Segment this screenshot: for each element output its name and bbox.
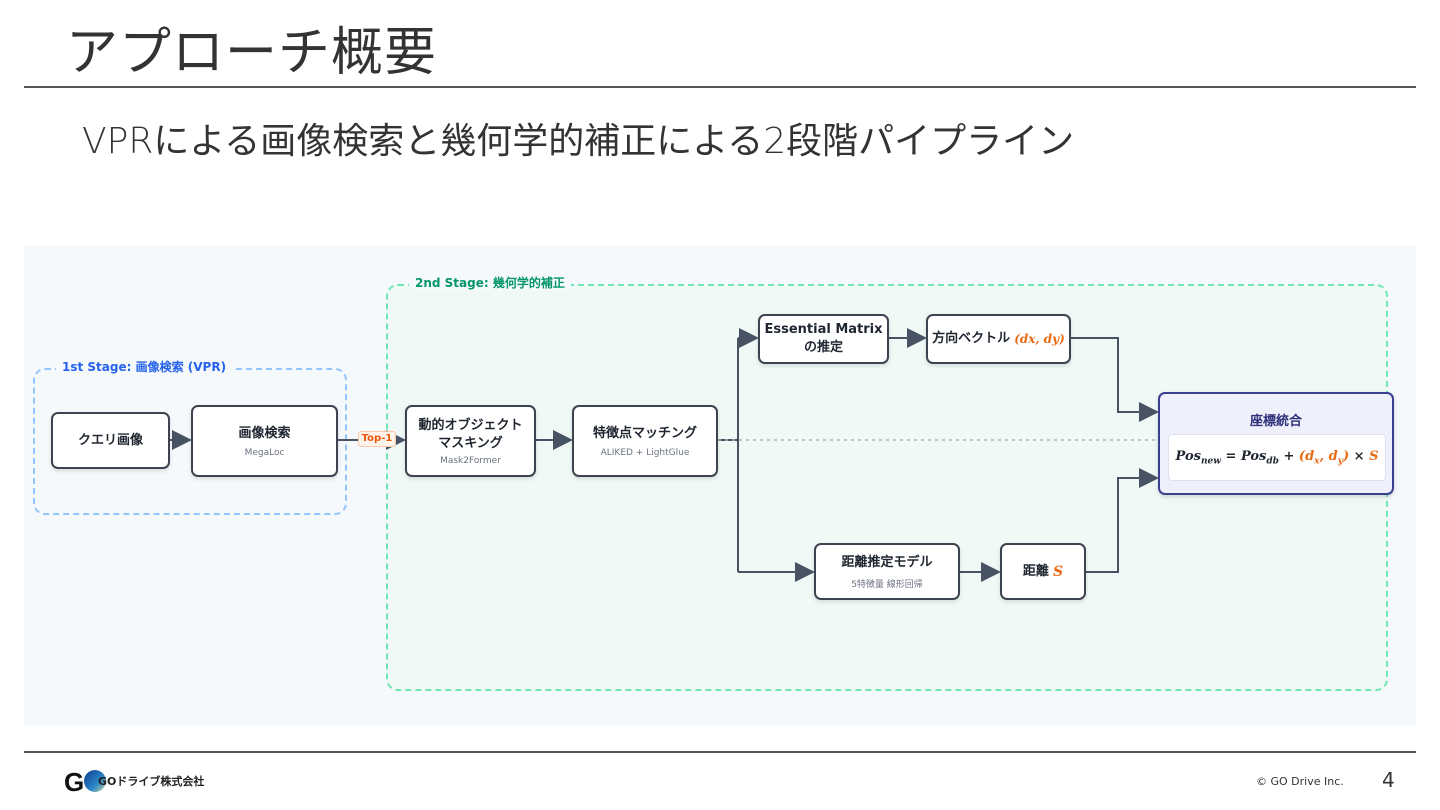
node-essential-matrix: Essential Matrix の推定 [758,314,889,364]
svg-text:G: G [64,768,84,794]
node-title: クエリ画像 [77,432,143,448]
stage2-label: 2nd Stage: 幾何学的補正 [409,274,571,291]
page-subtitle: VPRによる画像検索と幾何学的補正による2段階パイプライン [82,121,1075,162]
node-title: 動的オブジェクト [418,417,523,433]
distance-variable: S [1052,563,1064,580]
arrow-distance-merge [1086,468,1159,573]
node-title: 画像検索 [238,425,291,441]
node-dynamic-masking: 動的オブジェクト マスキング Mask2Former [405,405,536,477]
node-title: マスキング [438,435,503,451]
node-sub: ALIKED + LightGlue [600,447,690,458]
node-direction-vector: 方向ベクトル (dx, dy) [926,314,1071,364]
page-title: アプローチ概要 [66,23,438,83]
node-sub: MegaLoc [244,447,285,458]
title-divider [24,86,1416,88]
node-coordinate-merge: 座標統合 Posnew = Posdb + (dx, dy) × S [1158,392,1394,495]
node-query-image: クエリ画像 [51,412,170,469]
node-title: 距離 [1022,563,1049,579]
node-title: 座標統合 [1249,414,1302,429]
merge-formula-box: Posnew = Posdb + (dx, dy) × S [1168,434,1386,481]
arrow-direction-merge [1071,337,1159,422]
merge-formula: Posnew = Posdb + (dx, dy) × S [1175,448,1379,467]
node-title: Essential Matrix [764,322,883,337]
top1-badge: Top-1 [358,431,396,447]
node-title: 方向ベクトル [932,331,1011,346]
go-logo-icon: G [64,768,106,794]
node-sub: Mask2Former [440,455,501,466]
node-title: の推定 [803,340,843,355]
line-matching-split [718,338,739,572]
copyright: © GO Drive Inc. [1256,775,1344,788]
stage1-label: 1st Stage: 画像検索 (VPR) [56,358,233,375]
node-title: 距離推定モデル [841,554,933,570]
direction-variable: (dx, dy) [1014,332,1065,346]
page-number: 4 [1382,768,1395,792]
node-distance-model: 距離推定モデル 5特徴量 線形回帰 [814,543,960,600]
footer-divider [24,751,1416,753]
node-title: 特徴点マッチング [592,425,697,441]
node-feature-matching: 特徴点マッチング ALIKED + LightGlue [572,405,718,477]
node-image-retrieval: 画像検索 MegaLoc [191,405,338,477]
node-distance: 距離 S [1000,543,1086,600]
company-name: GOドライブ株式会社 [98,775,205,788]
node-sub: 5特徴量 線形回帰 [851,579,923,590]
